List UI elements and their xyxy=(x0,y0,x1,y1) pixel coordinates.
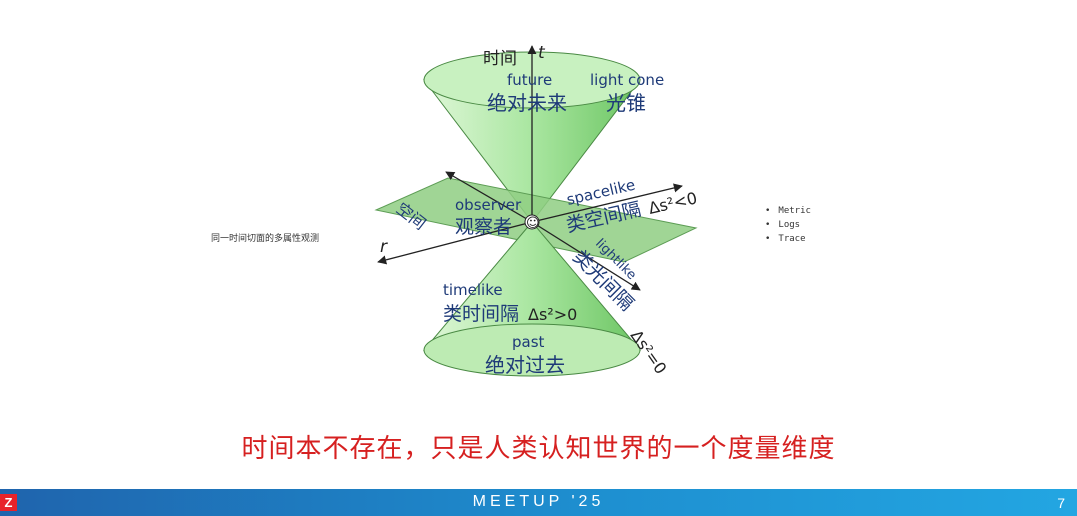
spacelike-arrow xyxy=(531,183,683,223)
observer-icon: ☺ xyxy=(526,216,540,231)
timelike-label-cn: 类时间隔 xyxy=(443,303,519,325)
space-axis-r-label: r xyxy=(380,237,388,257)
space-axis-back xyxy=(445,171,533,223)
bullet-list: Metric Logs Trace xyxy=(765,204,811,246)
logo-icon: Z xyxy=(0,494,17,511)
observer-marker xyxy=(524,214,540,230)
past-cone-rim xyxy=(423,323,641,377)
bullet-item-logs: Logs xyxy=(765,218,811,232)
space-axis-r xyxy=(377,221,533,265)
observer-label-cn: 观察者 xyxy=(455,216,512,238)
past-label-en: past xyxy=(512,333,545,351)
time-axis-label-cn: 时间 xyxy=(483,49,517,69)
lightcone-label-cn: 光锥 xyxy=(606,91,646,115)
future-label-cn: 绝对未来 xyxy=(487,91,567,115)
footer-brand: MEETUP '25 xyxy=(472,493,605,510)
page-number: 7 xyxy=(1057,495,1065,511)
headline: 时间本不存在，只是人类认知世界的一个度量维度 xyxy=(241,434,836,464)
timelike-label-en: timelike xyxy=(443,281,503,299)
time-axis-symbol: t xyxy=(538,43,546,63)
side-caption: 同一时间切面的多属性观测 xyxy=(211,234,320,244)
timelike-formula: Δs²>0 xyxy=(528,305,577,324)
past-label-cn: 绝对过去 xyxy=(485,353,565,377)
lightlike-arrow xyxy=(531,221,641,291)
bullet-item-metric: Metric xyxy=(765,204,811,218)
footer-bar: Z MEETUP '25 7 xyxy=(0,489,1077,516)
lightcone-label-en: light cone xyxy=(590,71,664,89)
light-cone-diagram: 时间 t future 绝对未来 light cone 光锥 空间 observ… xyxy=(374,43,699,378)
future-label-en: future xyxy=(507,71,552,89)
bullet-item-trace: Trace xyxy=(765,232,811,246)
observer-label-en: observer xyxy=(455,196,522,214)
